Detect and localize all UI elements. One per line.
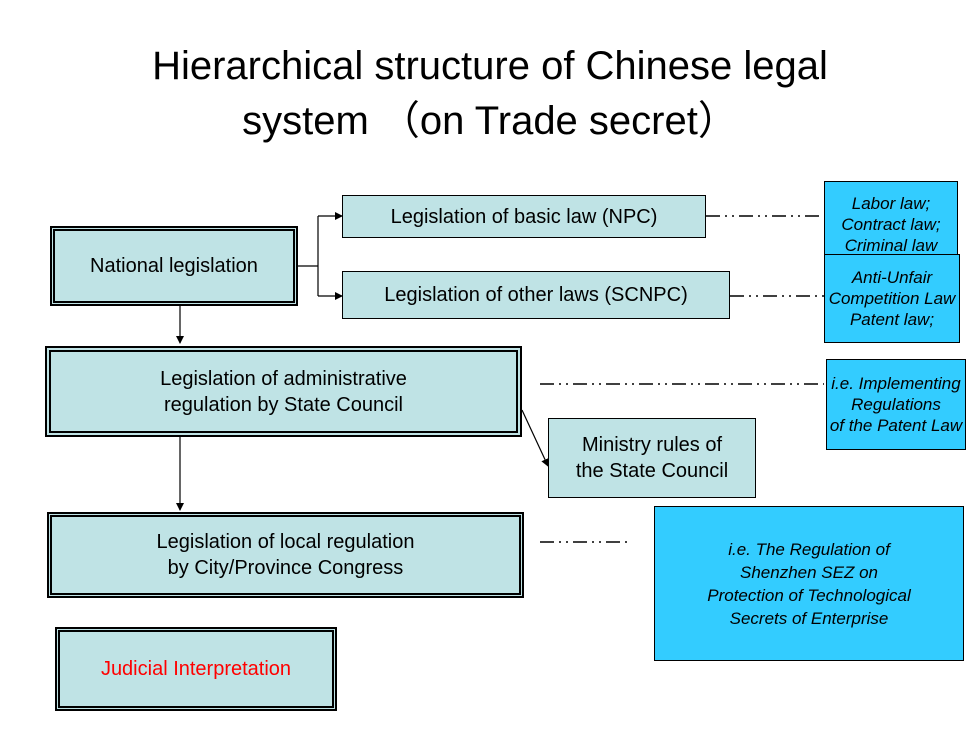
other-laws-label: Legislation of other laws (SCNPC) (384, 284, 688, 306)
ministry-rules-label-1: Ministry rules of (581, 434, 722, 456)
ministry-rules-label-2: the State Council (575, 460, 729, 482)
note-admin-line-3: of the Patent Law (829, 416, 963, 435)
national-legislation-label: National legislation (90, 255, 258, 277)
note-other-laws: Anti-Unfair Competition Law Patent law; (824, 254, 960, 343)
local-regulation-box: Legislation of local regulation by City/… (47, 512, 524, 598)
note-local-line-2: Shenzhen SEZ on (740, 562, 878, 582)
note-other-line-3: Patent law; (849, 310, 935, 329)
note-admin-line-1: i.e. Implementing (831, 374, 961, 393)
basic-law-box: Legislation of basic law (NPC) (342, 195, 706, 238)
title-line-2: system （on Trade secret） (242, 99, 738, 143)
admin-regulation-label-2: regulation by State Council (163, 393, 404, 416)
basic-law-label: Legislation of basic law (NPC) (390, 205, 658, 228)
local-regulation-label-2: by City/Province Congress (167, 557, 404, 579)
note-admin-regulation: i.e. Implementing Regulations of the Pat… (826, 359, 966, 450)
other-laws-box: Legislation of other laws (SCNPC) (342, 271, 730, 319)
note-basic-line-3: Criminal law (844, 235, 938, 255)
national-legislation-box: National legislation (50, 226, 298, 306)
admin-regulation-box: Legislation of administrative regulation… (45, 346, 522, 437)
title-line-1: Hierarchical structure of Chinese legal (152, 44, 828, 88)
note-basic-laws: Labor law; Contract law; Criminal law (824, 181, 958, 267)
ministry-rules-box: Ministry rules of the State Council (548, 418, 756, 498)
admin-regulation-label-1: Legislation of administrative (160, 367, 407, 390)
note-basic-line-1: Labor law; (851, 193, 931, 213)
note-local-line-4: Secrets of Enterprise (729, 608, 889, 628)
local-regulation-label-1: Legislation of local regulation (156, 531, 415, 553)
note-local-line-3: Protection of Technological (707, 585, 911, 605)
judicial-interpretation-box: Judicial Interpretation (55, 627, 337, 711)
note-other-line-2: Competition Law (828, 289, 956, 308)
note-admin-line-2: Regulations (851, 395, 941, 414)
note-basic-line-2: Contract law; (841, 214, 941, 234)
note-local-regulation: i.e. The Regulation of Shenzhen SEZ on P… (654, 506, 964, 661)
arrow-admin-to-ministry (521, 409, 549, 467)
note-local-line-1: i.e. The Regulation of (728, 539, 890, 559)
national-branch-connector (298, 212, 343, 300)
note-other-line-1: Anti-Unfair (851, 268, 933, 287)
judicial-interpretation-label: Judicial Interpretation (100, 658, 292, 680)
